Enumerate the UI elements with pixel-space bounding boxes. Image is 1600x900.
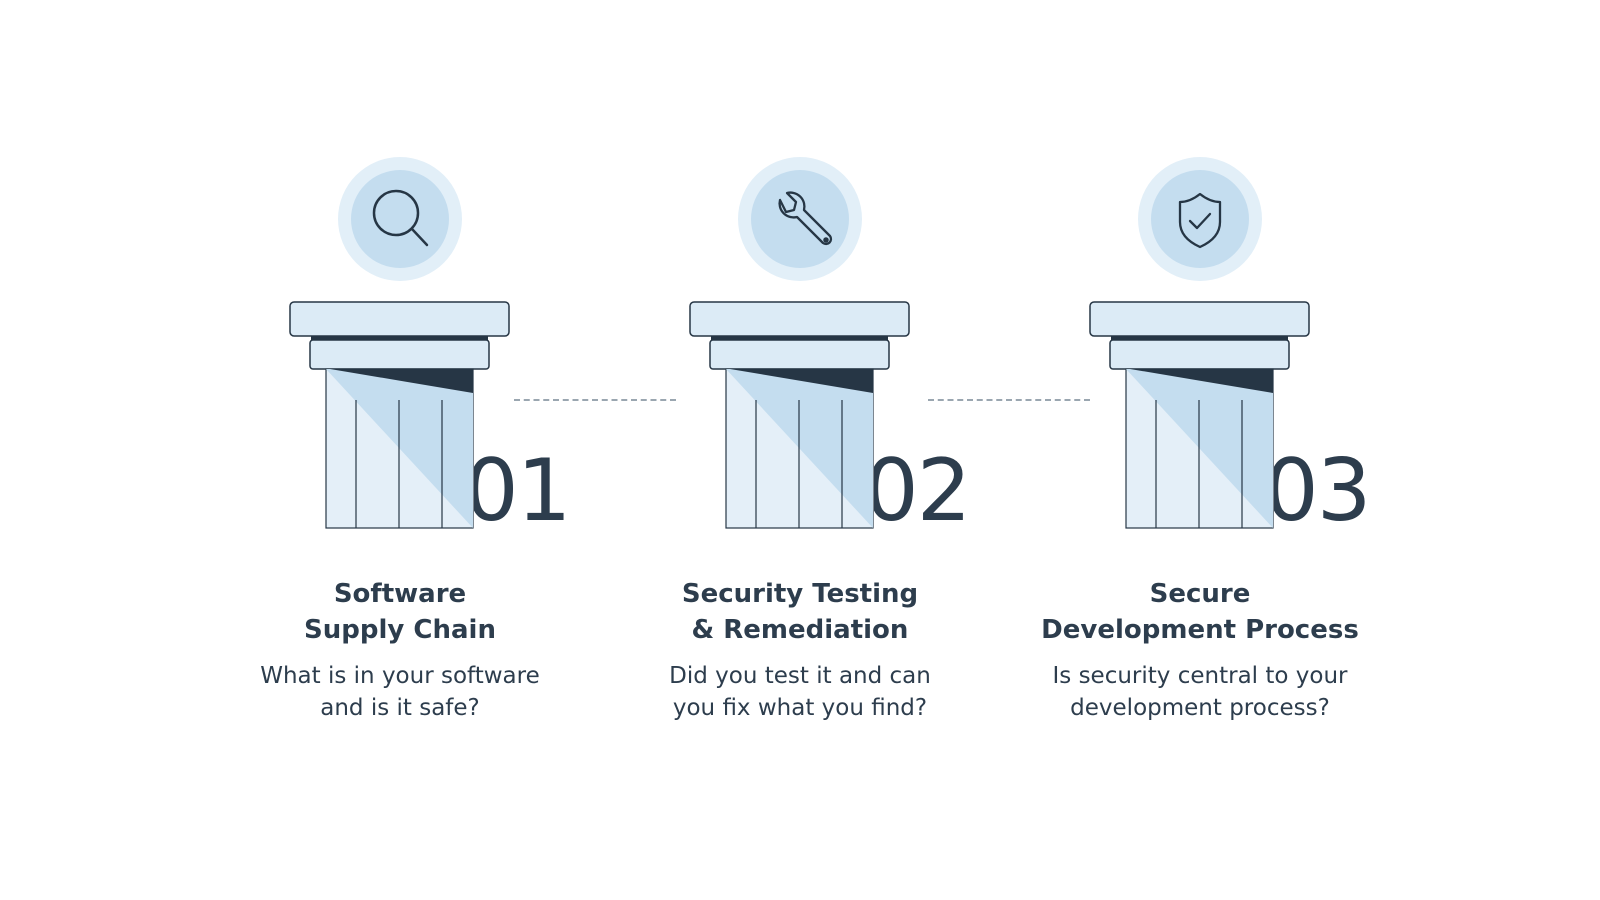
pillar-question-line: development process? — [1070, 695, 1330, 721]
pillar-question-line: you fix what you find? — [672, 695, 928, 721]
pillar-title: Software Supply Chain — [200, 576, 600, 648]
pillar-question: Did you test it and can you fix what you… — [600, 660, 1000, 724]
connector-line-2-3 — [928, 399, 1090, 401]
pillar-question-line: Did you test it and can — [669, 663, 931, 689]
shield-check-icon — [1178, 192, 1222, 249]
pillar-1-column — [289, 157, 510, 529]
pillar-question: Is security central to your development … — [1000, 660, 1400, 724]
wrench-icon — [778, 191, 833, 246]
pillar-question: What is in your software and is it safe? — [200, 660, 600, 724]
pillar-title-line: & Remediation — [691, 615, 909, 645]
magnifying-glass-icon — [372, 189, 429, 247]
pillar-title: Secure Development Process — [1000, 576, 1400, 648]
pillar-title-line: Development Process — [1041, 615, 1359, 645]
pillar-1: 01 Software Supply Chain What is in your… — [200, 0, 600, 900]
pillar-title: Security Testing & Remediation — [600, 576, 1000, 648]
pillar-1-icon-badge — [338, 157, 462, 281]
pillar-number: 01 — [464, 441, 570, 541]
pillar-title-line: Software — [333, 579, 467, 609]
pillar-3: 03 Secure Development Process Is securit… — [1000, 0, 1400, 900]
pillar-question-line: and is it safe? — [320, 695, 480, 721]
pillar-3-icon-badge — [1138, 157, 1262, 281]
pillar-2: 02 Security Testing & Remediation Did yo… — [600, 0, 1000, 900]
pillar-number: 03 — [1264, 441, 1370, 541]
connector-line-1-2 — [514, 399, 676, 401]
pillar-title-line: Secure — [1149, 579, 1251, 609]
pillar-2-column — [689, 157, 910, 529]
pillar-title-line: Security Testing — [681, 579, 919, 609]
pillar-number: 02 — [864, 441, 970, 541]
pillar-question-line: What is in your software — [260, 663, 540, 689]
pillar-question-line: Is security central to your — [1052, 663, 1348, 689]
pillar-3-column — [1089, 157, 1310, 529]
pillar-title-line: Supply Chain — [304, 615, 496, 645]
